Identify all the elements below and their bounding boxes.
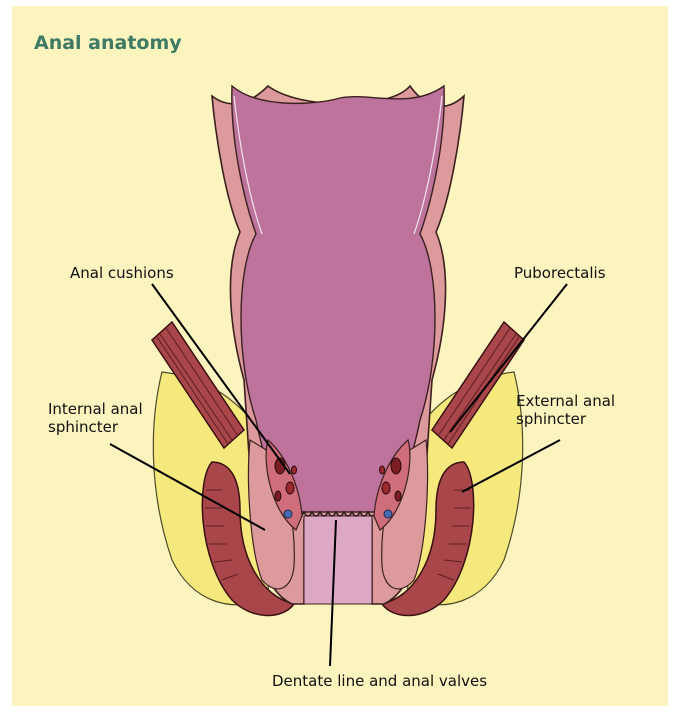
label-internal-sphincter: Internal anal sphincter [48,400,143,436]
label-puborectalis: Puborectalis [514,264,606,282]
label-dentate-line: Dentate line and anal valves [272,672,487,690]
label-external-sphincter-line2: sphincter [516,410,615,428]
label-external-sphincter-line1: External anal [516,392,615,410]
label-internal-sphincter-line2: sphincter [48,418,143,436]
anal-canal [304,516,372,604]
label-anal-cushions: Anal cushions [70,264,174,282]
label-external-sphincter: External anal sphincter [516,392,615,428]
label-internal-sphincter-line1: Internal anal [48,400,143,418]
